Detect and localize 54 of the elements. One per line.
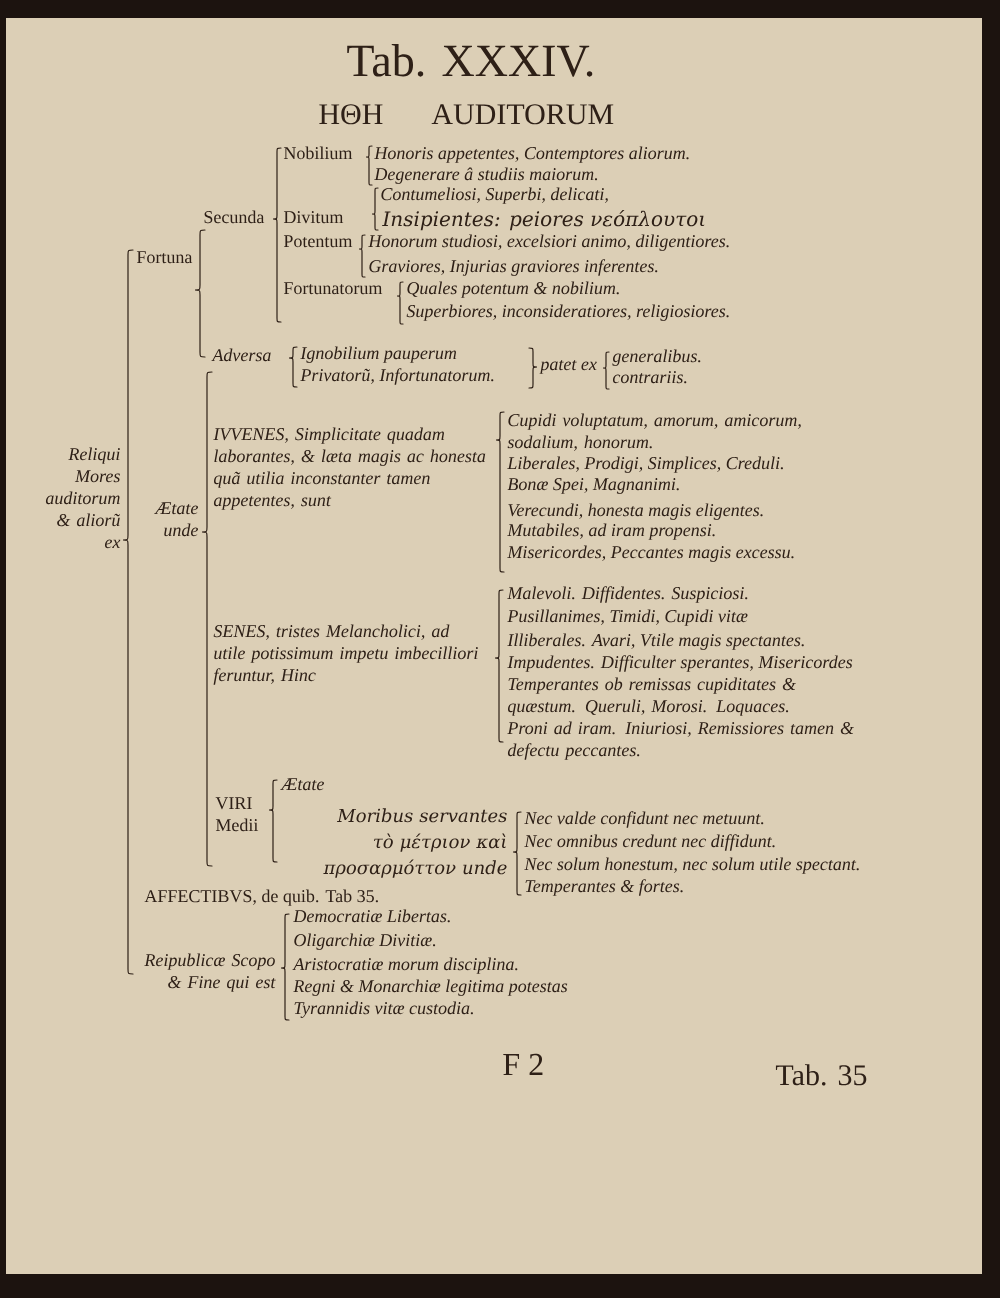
description-text: Temperantes & fortes. [525, 879, 683, 896]
category-term: Potentum [283, 235, 353, 248]
description-text: Tyrannidis vitæ custodia. [294, 1001, 473, 1018]
description-text: Degenerare â studiis maiorum. [374, 167, 598, 184]
description-text: Democratiæ Libertas. [293, 909, 450, 923]
description-text: patet ex [539, 359, 597, 374]
table-heading: ΗΘΗ AUDITORUM [319, 104, 614, 125]
table-title: Tab. XXXIV. [347, 44, 593, 77]
description-text: Illiberales. Avari, Vtile magis spectantes. [507, 633, 804, 650]
description-text: Proni ad iram. Iniuriosi, Remissiores tamen & defectu peccantes. [507, 721, 854, 760]
description-text: Reipublicæ Scopo & Fine qui est [144, 953, 276, 992]
description-text: Nec solum honestum, nec solum utile spectant. [524, 857, 859, 874]
description-text: Quales potentum & nobilium. [407, 281, 619, 298]
description-text: Malevoli. Diffidentes. Suspiciosi. [507, 586, 748, 603]
description-text: Adversa [211, 348, 271, 362]
description-text: Graviores, Injurias graviores inferentes. [369, 259, 658, 276]
description-text: Superbiores, inconsideratiores, religiosiores. [406, 304, 729, 321]
signature-mark: F 2 [503, 1053, 543, 1075]
category-term: Divitum [283, 211, 344, 224]
description-text: SENES, tristes Melancholici, ad utile potissimum impetu imbecilliori feruntur, Hinc [213, 624, 478, 685]
description-text: Honorum studiosi, excelsiori animo, diligentiores. [368, 234, 729, 251]
description-text: generalibus. [612, 349, 701, 366]
description-text: Impudentes. Difficulter sperantes, Misericordes [507, 655, 853, 672]
description-text: Ætate unde [154, 502, 198, 537]
description-text: Cupidi voluptatum, amorum, amicorum, sodalium, honorum. [507, 413, 801, 451]
description-text: Pusillanimes, Timidi, Cupidi vitæ [507, 609, 748, 626]
category-term: Fortuna [136, 251, 193, 264]
category-term: Fortunatorum [283, 282, 383, 295]
description-text: IVVENES, Simplicitate quadam laborantes, & læta magis ac honesta quã utilia inconstanter tamen appetentes, sunt [213, 427, 486, 510]
catchword: Tab. 35 [775, 1064, 867, 1086]
description-text: Moribus servantes τὸ μέτριον καὶ προσαρμόττον unde [323, 808, 507, 878]
description-text: contrariis. [612, 371, 687, 384]
description-text: Contumeliosi, Superbi, delicati, [381, 187, 608, 204]
description-text: Honoris appetentes, Contemptores aliorum. [374, 146, 689, 163]
description-text: Mutabiles, ad iram propensi. [507, 523, 715, 540]
description-text: Nec valde confidunt nec metuunt. [524, 811, 764, 828]
description-text: Bonæ Spei, Magnanimi. [507, 478, 679, 494]
description-text: Misericordes, Peccantes magis excessu. [507, 545, 794, 562]
description-text: Insipientes: peiores νεόπλουτοι [382, 210, 705, 231]
description-text: Oligarchiæ Divitiæ. [294, 933, 436, 950]
description-text: Verecundi, honesta magis eligentes. [508, 503, 763, 520]
description-text: Reliqui Mores auditorum & aliorũ ex [45, 447, 121, 549]
description-text: Aristocratiæ morum disciplina. [292, 957, 518, 974]
description-text: Nec omnibus credunt nec diffidunt. [524, 834, 775, 851]
description-text: Temperantes ob remissas cupiditates & quæstum. Queruli, Morosi. Loquaces. [508, 677, 796, 716]
category-term: Nobilium [283, 146, 353, 160]
description-text: Liberales, Prodigi, Simplices, Creduli. [507, 456, 783, 473]
category-term: VIRI Medii [215, 797, 259, 832]
description-text: Privatorũ, Infortunatorum. [300, 368, 494, 385]
description-text: Ignobilium pauperum [300, 346, 457, 363]
category-term: AFFECTIBVS, de quib. Tab 35. [144, 889, 378, 906]
category-term: Secunda [204, 210, 265, 224]
description-text: Regni & Monarchiæ legitima potestas [293, 979, 568, 996]
description-text: Ætate [280, 778, 324, 791]
